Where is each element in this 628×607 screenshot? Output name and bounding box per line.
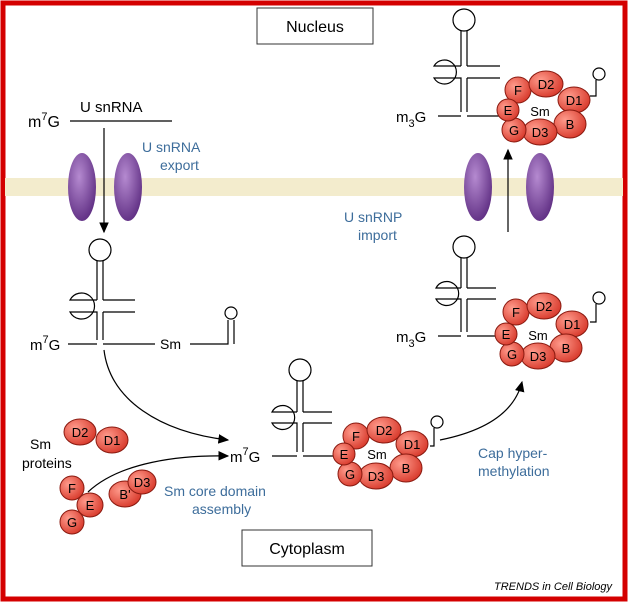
- protein-b-meth: B: [562, 341, 571, 356]
- export-label-2: export: [160, 157, 199, 173]
- protein-d3-free: D3: [134, 475, 151, 490]
- sm-core-label-cyto: Sm: [367, 447, 387, 462]
- sm-core-label-nuc: Sm: [530, 104, 550, 119]
- m7g-cap-label: m7G: [28, 111, 60, 131]
- protein-f-meth: F: [512, 305, 520, 320]
- assembly-label-2: assembly: [192, 501, 251, 517]
- protein-f-nuc: F: [514, 83, 522, 98]
- m3g-cap-label-1: m3G: [396, 329, 426, 350]
- protein-e-cyto: E: [340, 447, 349, 462]
- hypermethylated-snrnp-cytoplasm: [435, 235, 606, 337]
- sm-ring-cytoplasm: [332, 416, 429, 490]
- import-label-1: U snRNP: [344, 209, 402, 225]
- m3g-cap-label-2: m3G: [396, 109, 426, 130]
- protein-d3-cyto: D3: [368, 469, 385, 484]
- protein-f-cyto: F: [352, 429, 360, 444]
- cap-label-2: methylation: [478, 463, 550, 479]
- protein-e-free: E: [86, 498, 95, 513]
- nucleus-label: Nucleus: [286, 19, 344, 36]
- linear-u-snrna: m7G U snRNA: [28, 99, 172, 131]
- protein-d2-nuc: D2: [538, 77, 555, 92]
- protein-d1-free: D1: [104, 433, 121, 448]
- assembly-label-1: Sm core domain: [164, 483, 266, 499]
- protein-d2-cyto: D2: [376, 423, 393, 438]
- protein-d1-nuc: D1: [566, 93, 583, 108]
- u-snrna-label: U snRNA: [80, 99, 143, 116]
- protein-b-nuc: B: [566, 117, 575, 132]
- folded-snrna-cytoplasm: [68, 238, 238, 345]
- sm-ring-nuclear: [496, 70, 591, 146]
- assembled-snrnp-cytoplasm: [271, 358, 444, 457]
- protein-d1-meth: D1: [564, 317, 581, 332]
- cytoplasm-box: [241, 529, 373, 567]
- protein-bprime-free: B': [119, 487, 130, 502]
- proteins-to-assembly-arrow: [87, 451, 230, 493]
- free-sm-proteins: [59, 418, 157, 535]
- cap-label-1: Cap hyper-: [478, 445, 548, 461]
- to-assembly-arrow: [103, 349, 230, 444]
- nuclear-pore-right-a: [464, 153, 492, 221]
- m7g-cap-label-2: m7G: [30, 334, 60, 354]
- protein-e-meth: E: [502, 327, 511, 342]
- protein-d3-nuc: D3: [532, 125, 549, 140]
- protein-d1-cyto: D1: [404, 437, 421, 452]
- protein-g-nuc: G: [509, 123, 519, 138]
- export-label-1: U snRNA: [142, 139, 201, 155]
- protein-f-free: F: [68, 481, 76, 496]
- protein-g-meth: G: [507, 347, 517, 362]
- credit-label: TRENDS in Cell Biology: [494, 581, 613, 593]
- sm-proteins-label-1: Sm: [30, 436, 51, 452]
- import-label-2: import: [358, 227, 397, 243]
- cytoplasm-label: Cytoplasm: [269, 541, 345, 558]
- protein-b-cyto: B: [402, 461, 411, 476]
- protein-d3-meth: D3: [530, 349, 547, 364]
- sm-ring-methylated: [494, 292, 589, 370]
- protein-d2-meth: D2: [536, 299, 553, 314]
- protein-g-cyto: G: [345, 467, 355, 482]
- nuclear-snrnp: [432, 8, 606, 117]
- nuclear-pore-right-b: [526, 153, 554, 221]
- sm-proteins-label-2: proteins: [22, 455, 72, 471]
- protein-g-free: G: [67, 515, 77, 530]
- nuclear-pore-left-b: [114, 153, 142, 221]
- nucleus-box: [256, 7, 374, 45]
- protein-d2-free: D2: [72, 425, 89, 440]
- sm-site-label: Sm: [160, 336, 181, 352]
- protein-e-nuc: E: [504, 103, 513, 118]
- to-methylation-arrow: [439, 380, 525, 441]
- sm-core-label-meth: Sm: [528, 328, 548, 343]
- nuclear-pore-left-a: [68, 153, 96, 221]
- m7g-cap-label-3: m7G: [230, 446, 260, 466]
